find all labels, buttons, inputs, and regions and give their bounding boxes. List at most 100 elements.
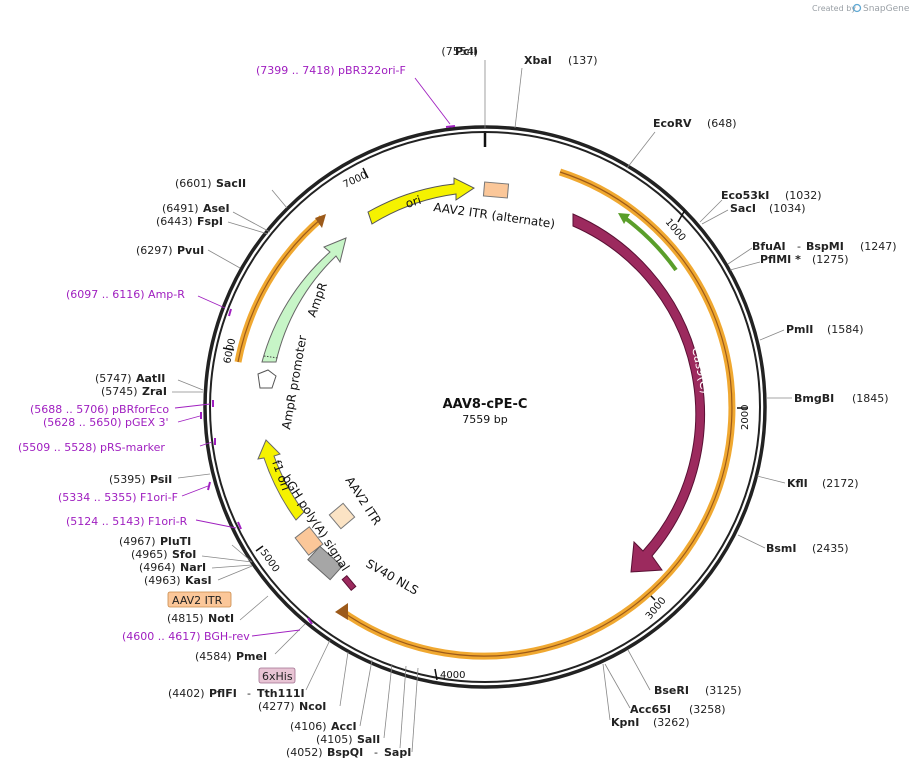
site-pvu-pos: (6297) (136, 244, 173, 257)
site-pci-pos: (7554) (441, 45, 478, 58)
site-aatii[interactable]: AatII (136, 372, 165, 385)
site-sal[interactable]: SalI (357, 733, 380, 746)
primer-marks (200, 125, 456, 625)
f1-ori-feature-arrow[interactable] (257, 439, 305, 521)
site-ase-pos: (6491) (162, 202, 199, 215)
site-bser[interactable]: BseRI (654, 684, 689, 697)
site-not-pos: (4815) (167, 612, 204, 625)
site-tth111i[interactable]: Tth111I (257, 687, 305, 700)
plasmid-length: 7559 bp (462, 413, 507, 426)
site-kpn[interactable]: KpnI (611, 716, 639, 729)
site-bspq-pos: (4052) (286, 746, 323, 759)
primer-pbr322ori-f[interactable]: (7399 .. 7418) pBR322ori-F (256, 64, 406, 77)
site-pvu[interactable]: PvuI (177, 244, 204, 257)
site-pflfi-pos: (4402) (168, 687, 205, 700)
ampr-dotted-join (263, 355, 279, 359)
plasmid-name: AAV8-cPE-C (443, 397, 528, 412)
site-bspm[interactable]: BspMI (806, 240, 844, 253)
site-pml[interactable]: PmlI (786, 323, 813, 336)
site-pflfi-dash: - (247, 687, 251, 700)
site-acc65[interactable]: Acc65I (630, 703, 671, 716)
site-zra-pos: (5745) (101, 385, 138, 398)
primer-pgex3[interactable]: (5628 .. 5650) pGEX 3' (43, 416, 169, 429)
site-sacii-pos: (6601) (175, 177, 212, 190)
site-kfl-pos: (2172) (822, 477, 859, 490)
ampr-promoter-arrow[interactable] (257, 369, 277, 389)
site-nar-pos: (4964) (139, 561, 176, 574)
primer-pbrforeco[interactable]: (5688 .. 5706) pBRforEco (30, 403, 169, 416)
site-pflmi[interactable]: PflMI * (760, 253, 801, 266)
orange-feature-right-core (339, 171, 733, 657)
site-bspq-dash: - (374, 746, 378, 759)
site-sac-pos: (1034) (769, 202, 806, 215)
site-ecorv-pos: (648) (707, 117, 737, 130)
ampr-promoter-label: AmpR promoter (279, 334, 309, 430)
site-nar[interactable]: NarI (180, 561, 206, 574)
backbone-inner-ring (209, 131, 761, 683)
site-kfl[interactable]: KflI (787, 477, 808, 490)
site-sfo-pos: (4965) (131, 548, 168, 561)
aav2-itr-alternate-label: AAV2 ITR (alternate) (433, 200, 556, 231)
site-plut[interactable]: PluTI (160, 535, 191, 548)
site-bfua[interactable]: BfuAI (752, 240, 786, 253)
snapgene-logo-icon (852, 3, 862, 13)
site-sfo[interactable]: SfoI (172, 548, 196, 561)
site-kas[interactable]: KasI (185, 574, 212, 587)
aav2-itr-tag-label: AAV2 ITR (172, 594, 223, 607)
site-xba[interactable]: XbaI (524, 54, 552, 67)
sv40-nls-box[interactable] (341, 575, 357, 591)
site-pme[interactable]: PmeI (236, 650, 267, 663)
primer-amp-r[interactable]: (6097 .. 6116) Amp-R (66, 288, 185, 301)
site-pci[interactable]: PciI (455, 45, 477, 58)
site-ase[interactable]: AseI (203, 202, 230, 215)
orange-left-arrowhead (315, 214, 326, 228)
tick-label-4000: 4000 (440, 670, 465, 681)
cas9-feature-arrow[interactable] (572, 213, 705, 573)
site-acc[interactable]: AccI (331, 720, 357, 733)
primer-prs-marker[interactable]: (5509 .. 5528) pRS-marker (18, 441, 165, 454)
primer-f1ori-r[interactable]: (5124 .. 5143) F1ori-R (66, 515, 188, 528)
orange-feature-arrowhead (335, 603, 348, 620)
site-pflfi[interactable]: PflFI (209, 687, 237, 700)
site-bmgb-pos: (1845) (852, 392, 889, 405)
6xhis-tag[interactable] (258, 667, 296, 684)
site-psi[interactable]: PsiI (150, 473, 172, 486)
aav2-itr-inner-box[interactable] (328, 502, 356, 530)
bgh-polya-box[interactable] (307, 545, 343, 581)
primer-lines (174, 77, 451, 637)
site-psi-pos: (5395) (109, 473, 146, 486)
site-nco-pos: (4277) (258, 700, 295, 713)
ori-feature-arrow[interactable] (367, 177, 475, 225)
site-pml-pos: (1584) (827, 323, 864, 336)
aav2-itr-tag[interactable] (167, 591, 232, 608)
ori-label: ori (404, 193, 423, 211)
site-plut-pos: (4967) (119, 535, 156, 548)
site-eco53[interactable]: Eco53kI (721, 189, 769, 202)
site-bsm[interactable]: BsmI (766, 542, 797, 555)
site-bfua-dash: - (797, 240, 801, 253)
site-bspq[interactable]: BspQI (327, 746, 363, 759)
tick-label-2000: 2000 (740, 405, 751, 430)
site-ecorv[interactable]: EcoRV (653, 117, 692, 130)
aav2-itr-lower-box[interactable] (294, 526, 324, 556)
aav2-itr-alternate-box[interactable] (482, 181, 510, 199)
primer-bgh-rev[interactable]: (4600 .. 4617) BGH-rev (122, 630, 250, 643)
site-xba-pos: (137) (568, 54, 598, 67)
site-zra[interactable]: ZraI (142, 385, 167, 398)
site-bmgb[interactable]: BmgBI (794, 392, 834, 405)
ampr-feature-arrow[interactable] (261, 237, 347, 363)
site-sacii[interactable]: SacII (216, 177, 246, 190)
site-sal-pos: (4105) (316, 733, 353, 746)
site-kpn-pos: (3262) (653, 716, 690, 729)
site-eco53-pos: (1032) (785, 189, 822, 202)
tick-label-6000: 6000 (222, 337, 238, 364)
site-pflmi-pos: (1275) (812, 253, 849, 266)
site-sac[interactable]: SacI (730, 202, 756, 215)
site-not[interactable]: NotI (208, 612, 234, 625)
site-fsp[interactable]: FspI (197, 215, 223, 228)
site-nco[interactable]: NcoI (299, 700, 326, 713)
site-pme-pos: (4584) (195, 650, 232, 663)
site-sap[interactable]: SapI (384, 746, 411, 759)
primer-f1ori-f[interactable]: (5334 .. 5355) F1ori-F (58, 491, 178, 504)
